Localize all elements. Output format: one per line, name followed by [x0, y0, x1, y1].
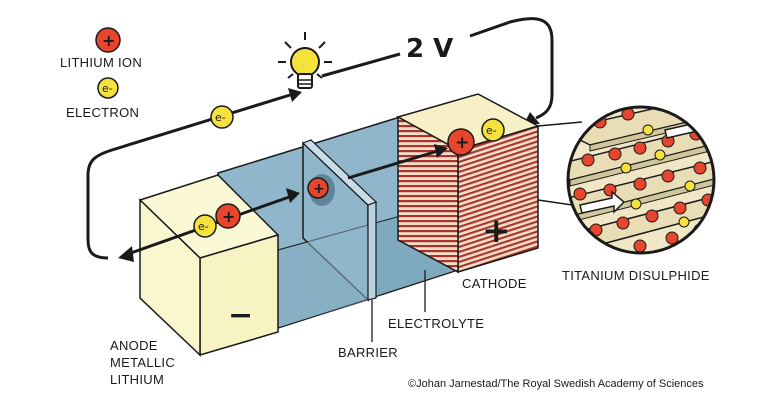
titanium-disulphide-label: TITANIUM DISULPHIDE [562, 268, 710, 283]
legend-electron-icon [97, 77, 119, 99]
legend-electron-symbol: e- [102, 82, 113, 95]
barrier-ion-symbol: + [313, 181, 325, 197]
circuit-wire-right [321, 17, 554, 120]
voltage-label: 2 V [406, 34, 453, 64]
cathode-electron-symbol: e- [486, 124, 497, 137]
legend-ion-icon [95, 27, 121, 53]
electrolyte-label: ELECTROLYTE [388, 316, 484, 331]
circuit-wire [86, 93, 291, 260]
barrier-top [301, 139, 378, 206]
cathode-label: CATHODE [462, 276, 527, 291]
cathode-electron: e- [481, 118, 505, 142]
legend: + LITHIUM ION e- ELECTRON [60, 27, 142, 120]
legend-electron-label: ELECTRON [66, 105, 139, 120]
arrowhead-left [118, 246, 134, 262]
anode-ion: + [215, 203, 241, 229]
cathode-ion-symbol: + [455, 133, 469, 153]
anode-ion-symbol: + [222, 207, 235, 226]
cathode-ion: + [447, 128, 475, 156]
barrier-ion: + [307, 174, 335, 206]
wire-arrowhead [288, 88, 302, 102]
cathode-plus-sign: + [482, 211, 511, 251]
anode-side [139, 198, 201, 357]
anode-minus-sign: − [228, 298, 253, 333]
barrier-label: BARRIER [338, 345, 398, 360]
anode-label-line1: ANODE [110, 338, 158, 353]
anode-label-line2: METALLIC [110, 355, 175, 370]
legend-ion-label: LITHIUM ION [60, 55, 142, 70]
anode-label-line3: LITHIUM [110, 372, 164, 387]
barrier-edge [367, 201, 377, 301]
credit-line: ©Johan Jarnestad/The Royal Swedish Acade… [408, 378, 704, 390]
cathode-side [397, 115, 459, 274]
lightbulb-icon [278, 32, 332, 89]
cathode-block: + [396, 93, 540, 274]
arrowhead-mid [286, 188, 300, 203]
arrowhead-right [434, 144, 448, 158]
titanium-disulphide-zoom [566, 105, 716, 255]
zoom-connector-lines [537, 121, 583, 206]
labels: CATHODE ELECTROLYTE BARRIER ANODE METALL… [110, 268, 710, 390]
anode-electron-symbol: e- [198, 220, 209, 233]
wire-electron: e- [210, 105, 234, 129]
lattice-electrons [620, 124, 696, 228]
legend-ion-symbol: + [102, 31, 115, 50]
anode-electron: e- [193, 214, 217, 238]
wire-electron-symbol: e- [215, 111, 226, 124]
